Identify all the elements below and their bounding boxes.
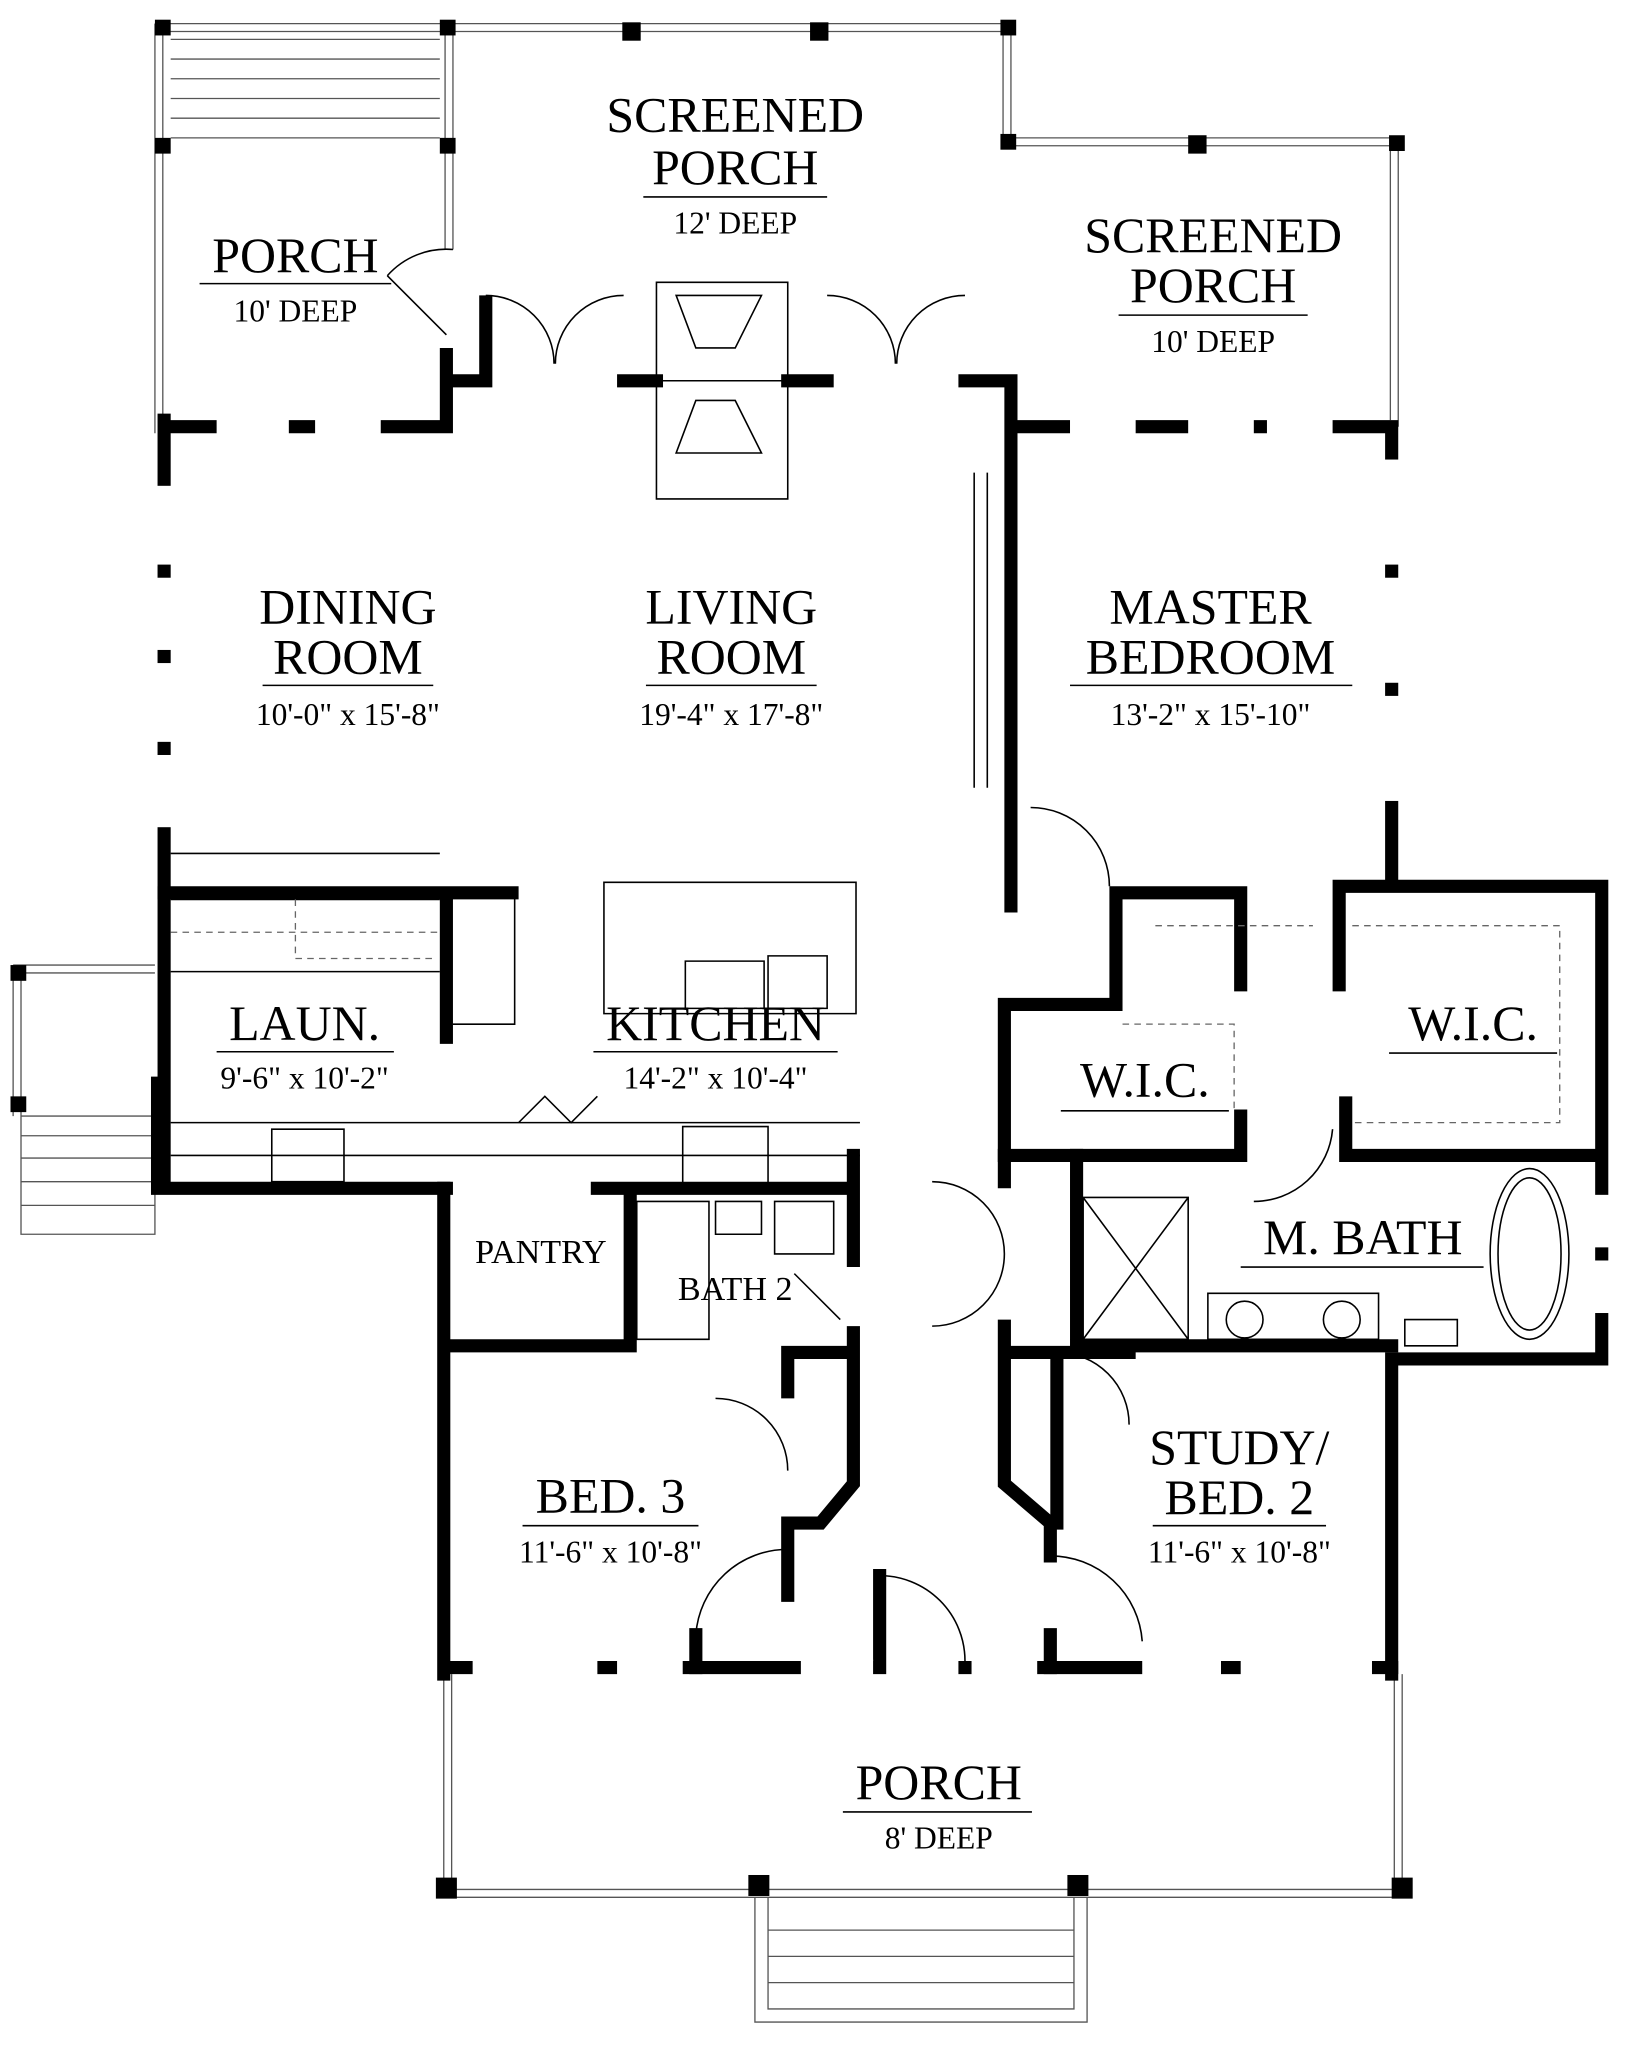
svg-text:SCREENED: SCREENED (1084, 208, 1342, 263)
svg-text:PORCH: PORCH (652, 140, 818, 195)
label-front-porch: PORCH 8' DEEP (842, 1755, 1032, 1856)
label-living-room: LIVING ROOM 19'-4" x 17'-8" (639, 580, 823, 732)
svg-text:SCREENED: SCREENED (606, 87, 864, 142)
svg-text:W.I.C.: W.I.C. (1408, 996, 1538, 1051)
svg-text:BEDROOM: BEDROOM (1086, 630, 1335, 685)
room-labels: SCREENED PORCH 12' DEEP PORCH 10' DEEP S… (199, 87, 1558, 1856)
label-porch-left: PORCH 10' DEEP (199, 228, 392, 329)
label-kitchen: KITCHEN 14'-2" x 10'-4" (593, 996, 838, 1095)
svg-text:10'-0" x 15'-8": 10'-0" x 15'-8" (256, 697, 440, 732)
svg-text:13'-2" x 15'-10": 13'-2" x 15'-10" (1111, 697, 1311, 732)
svg-text:DINING: DINING (259, 580, 436, 635)
svg-text:8' DEEP: 8' DEEP (885, 1821, 993, 1856)
svg-text:12' DEEP: 12' DEEP (673, 206, 797, 241)
svg-text:BED. 3: BED. 3 (536, 1469, 686, 1524)
label-pantry: PANTRY (475, 1234, 607, 1271)
label-wic-right: W.I.C. (1389, 996, 1558, 1054)
svg-text:STUDY/: STUDY/ (1149, 1420, 1329, 1475)
svg-text:19'-4" x 17'-8": 19'-4" x 17'-8" (639, 697, 823, 732)
label-master-bath: M. BATH (1240, 1210, 1484, 1268)
svg-text:KITCHEN: KITCHEN (606, 996, 825, 1051)
svg-text:M. BATH: M. BATH (1263, 1210, 1463, 1265)
svg-text:PORCH: PORCH (1130, 258, 1296, 313)
svg-text:ROOM: ROOM (656, 630, 806, 685)
fixtures (170, 248, 1570, 1661)
label-study-bed-2: STUDY/ BED. 2 11'-6" x 10'-8" (1148, 1420, 1331, 1569)
svg-text:BED. 2: BED. 2 (1165, 1470, 1315, 1525)
label-master-bedroom: MASTER BEDROOM 13'-2" x 15'-10" (1070, 580, 1353, 732)
label-bath-2: BATH 2 (678, 1271, 793, 1308)
svg-text:11'-6" x 10'-8": 11'-6" x 10'-8" (519, 1534, 702, 1569)
svg-text:PORCH: PORCH (856, 1755, 1022, 1810)
label-laundry: LAUN. 9'-6" x 10'-2" (216, 996, 394, 1095)
label-screened-porch-top: SCREENED PORCH 12' DEEP (606, 87, 864, 240)
svg-text:10' DEEP: 10' DEEP (1151, 324, 1275, 359)
svg-text:11'-6" x 10'-8": 11'-6" x 10'-8" (1148, 1534, 1331, 1569)
svg-text:PORCH: PORCH (212, 228, 378, 283)
svg-text:10' DEEP: 10' DEEP (233, 294, 357, 329)
svg-text:MASTER: MASTER (1109, 580, 1312, 635)
porch-posts (10, 19, 1413, 1899)
label-bed-3: BED. 3 11'-6" x 10'-8" (519, 1469, 702, 1570)
svg-text:14'-2" x 10'-4": 14'-2" x 10'-4" (624, 1060, 808, 1095)
svg-text:9'-6" x 10'-2": 9'-6" x 10'-2" (220, 1060, 388, 1095)
svg-text:LIVING: LIVING (645, 580, 817, 635)
svg-text:ROOM: ROOM (273, 630, 423, 685)
label-screened-porch-right: SCREENED PORCH 10' DEEP (1084, 208, 1342, 359)
windows (156, 418, 1610, 1676)
label-dining-room: DINING ROOM 10'-0" x 15'-8" (256, 580, 440, 732)
label-wic-left: W.I.C. (1060, 1052, 1229, 1112)
svg-text:LAUN.: LAUN. (229, 996, 380, 1051)
svg-text:W.I.C.: W.I.C. (1080, 1052, 1210, 1107)
